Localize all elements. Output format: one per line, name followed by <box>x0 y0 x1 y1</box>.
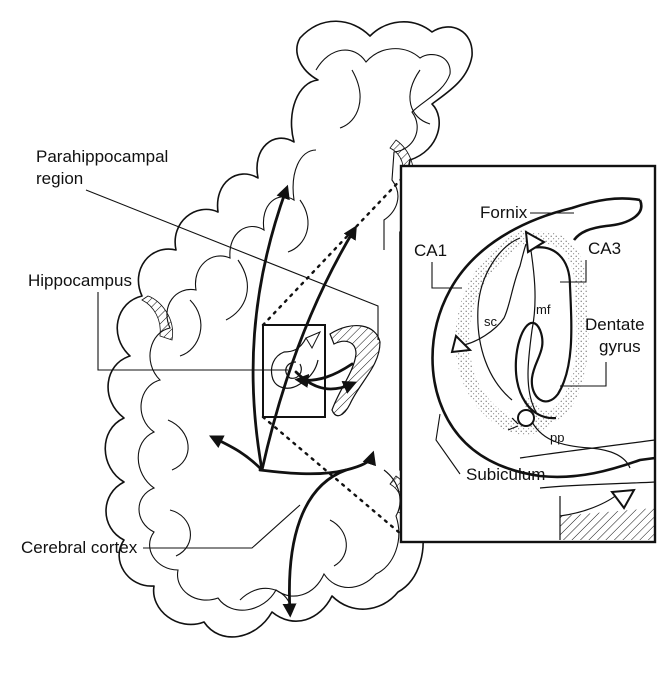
pp-label: pp <box>550 430 564 445</box>
ca1-label: CA1 <box>414 241 447 260</box>
ca3-label: CA3 <box>588 239 621 258</box>
mf-label: mf <box>536 302 551 317</box>
cerebral-cortex-label: Cerebral cortex <box>21 538 138 557</box>
sc-label: sc <box>484 314 498 329</box>
parahippocampal-label-line1: Parahippocampal <box>36 147 168 166</box>
dentate-label-line2: gyrus <box>599 337 641 356</box>
inset-panel: Fornix CA1 CA3 Dentate gyrus Subiculum s… <box>401 166 655 542</box>
subiculum-label: Subiculum <box>466 465 545 484</box>
dentate-label-line1: Dentate <box>585 315 645 334</box>
fornix-label: Fornix <box>480 203 528 222</box>
parahippocampal-label-line2: region <box>36 169 83 188</box>
granule-cell-soma <box>518 410 534 426</box>
hippocampus-label: Hippocampus <box>28 271 132 290</box>
